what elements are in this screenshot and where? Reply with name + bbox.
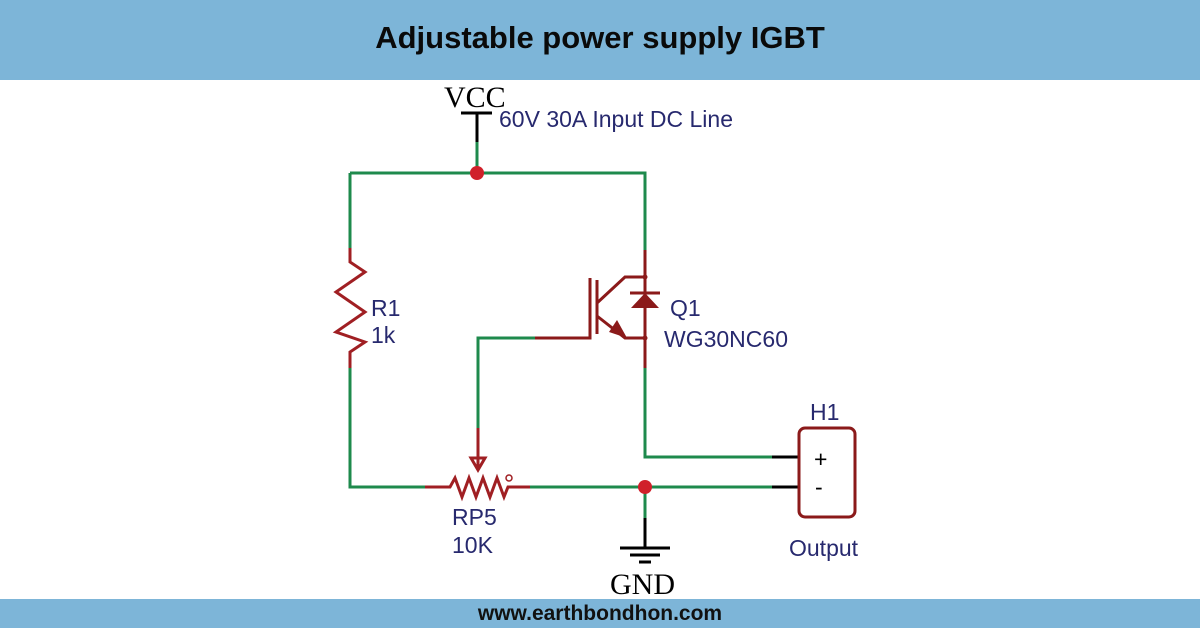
website-url: www.earthbondhon.com [477, 602, 723, 625]
diode-triangle [631, 293, 659, 308]
q1-node-emitter [642, 335, 648, 341]
h1-ref: H1 [810, 399, 839, 425]
q1-value: WG30NC60 [664, 326, 788, 352]
vcc-note: 60V 30A Input DC Line [499, 106, 733, 132]
gnd-label: GND [610, 568, 675, 601]
q1-node-collector [642, 274, 648, 280]
ground-symbol [620, 518, 670, 564]
footer-band: www.earthbondhon.com [0, 599, 1200, 628]
r1-ref: R1 [371, 295, 400, 321]
wire-top-rail [350, 171, 647, 250]
rp5-mark [505, 474, 513, 482]
page-title: Adjustable power supply IGBT [375, 20, 825, 55]
header-band: Adjustable power supply IGBT [0, 0, 1200, 80]
vcc-symbol: VCC 60V 30A Input DC Line [444, 81, 733, 142]
resistor-r1 [332, 248, 369, 368]
igbt-q1 [535, 250, 660, 368]
potentiometer-rp5 [425, 428, 530, 502]
vcc-label: VCC [444, 81, 506, 114]
igbt-emitter-arrow [609, 320, 627, 338]
connector-h1 [772, 426, 857, 519]
junction-gnd [638, 480, 652, 494]
wire-gate [476, 336, 535, 428]
r1-value: 1k [371, 322, 396, 348]
q1-ref: Q1 [670, 295, 701, 321]
h1-pin-plus: + [814, 446, 827, 472]
rp5-ref: RP5 [452, 504, 497, 530]
junction-vcc [470, 166, 484, 180]
wire-left-bottom [348, 368, 425, 489]
h1-label: Output [789, 535, 859, 561]
h1-pin-minus: - [815, 474, 823, 500]
wire-emitter-output [643, 368, 772, 459]
rp5-value: 10K [452, 532, 494, 558]
